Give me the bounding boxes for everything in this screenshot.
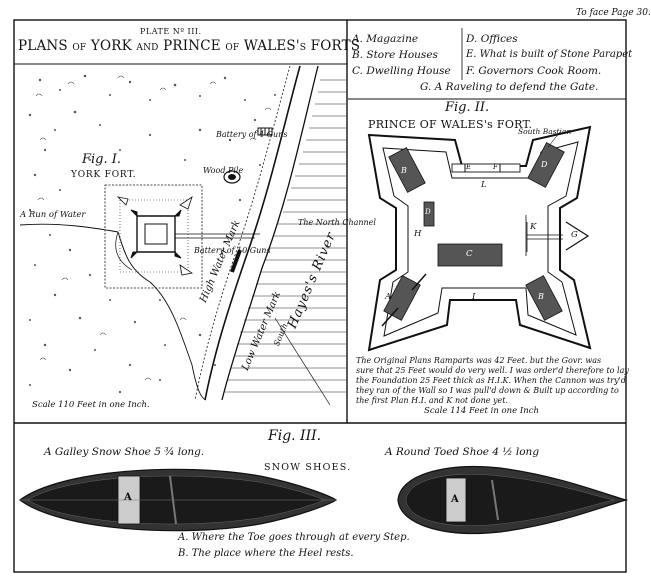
wood-pile-label: Wood Pile bbox=[203, 166, 244, 175]
fig1-river-hatching bbox=[225, 79, 346, 393]
fig2-letter-h: H bbox=[414, 229, 422, 239]
fig2-letter-i: I bbox=[472, 292, 476, 302]
fig2-letter-d: D bbox=[425, 208, 431, 216]
legend-item-c: C. Dwelling House bbox=[352, 65, 451, 77]
fig2-note-line: the first Plan H.I. and K not done yet. bbox=[356, 396, 509, 405]
round-toed-snow-shoe bbox=[397, 465, 629, 535]
round-shoe-label: A Round Toed Shoe 4 ½ long bbox=[385, 446, 540, 458]
fig2-letter-b-se: B bbox=[538, 292, 544, 301]
legend-item-f: F. Governors Cook Room. bbox=[466, 65, 602, 77]
fig2-note-line: the Foundation 25 Feet thick as H.I.K. W… bbox=[356, 376, 626, 385]
fig2-note-line: The Original Plans Ramparts was 42 Feet.… bbox=[356, 356, 602, 365]
fig2-letter-k: K bbox=[530, 222, 537, 232]
fig3-label: Fig. III. bbox=[268, 428, 322, 444]
fig1-river bbox=[194, 65, 319, 401]
fig2-letter-c: C bbox=[466, 249, 473, 259]
fig1-scale: Scale 110 Feet in one Inch. bbox=[32, 400, 150, 410]
fig2-note-line: sure that 25 Feet would do very well. I … bbox=[356, 366, 629, 375]
fig2-note-line: they ran of the Wall so I was pull'd dow… bbox=[356, 386, 619, 395]
fig1-tree-marks bbox=[35, 75, 272, 381]
wood-pile-mark bbox=[223, 170, 241, 184]
fig2-letter-g: G bbox=[571, 230, 578, 240]
fig2-gate-lines bbox=[525, 215, 563, 256]
fig2-letter-l: L bbox=[481, 180, 487, 190]
legend-item-b: B. Store Houses bbox=[352, 49, 438, 61]
fig2-letter-a: A bbox=[385, 292, 392, 302]
fig2-letter-f: F bbox=[493, 163, 498, 171]
fig1-inner-enclosure bbox=[119, 199, 189, 273]
fig1-south-line bbox=[274, 317, 331, 406]
fig3-note-b: B. The place where the Heel rests. bbox=[178, 548, 354, 559]
fig1-terrain-dots bbox=[28, 74, 276, 394]
fig1-outer-enclosure bbox=[104, 184, 203, 289]
fig2-letter-e: E bbox=[466, 163, 472, 171]
galley-shoe-marker-a: A bbox=[124, 492, 132, 503]
fig1-name: YORK FORT. bbox=[71, 170, 137, 180]
battery-4-label: Battery of 4 Guns bbox=[216, 130, 288, 139]
fig1-run-of-water bbox=[19, 223, 207, 401]
fig2-buildings bbox=[383, 142, 565, 321]
fig2-letter-b-nw: B bbox=[401, 166, 407, 175]
battery-10-label: Battery of 10 Guns bbox=[194, 246, 271, 255]
fig2-letter-d-ne: D bbox=[541, 160, 548, 169]
plate-border bbox=[13, 19, 627, 573]
galley-snow-shoe bbox=[18, 468, 338, 532]
legend-item-d: D. Offices bbox=[466, 33, 518, 45]
ravelin-g bbox=[565, 221, 590, 251]
north-channel-label: The North Channel bbox=[298, 218, 376, 227]
fig1-outworks bbox=[116, 196, 194, 276]
legend-item-g: G. A Raveling to defend the Gate. bbox=[420, 81, 599, 93]
plate-number: PLATE Nº III. bbox=[140, 27, 202, 36]
legend-item-a: A. Magazine bbox=[352, 33, 419, 45]
fig1-label: Fig. I. bbox=[82, 152, 122, 167]
fig2-name: PRINCE OF WALES's FORT. bbox=[368, 118, 533, 131]
south-bastion-label: South Bastion bbox=[518, 127, 572, 136]
face-page-note: To face Page 30. bbox=[576, 8, 651, 18]
fig3-note-a: A. Where the Toe goes through at every S… bbox=[178, 532, 410, 543]
fig2-scale: Scale 114 Feet in one Inch bbox=[424, 406, 539, 416]
plate-title: PLANS of YORK and PRINCE of WALES's FORT… bbox=[18, 38, 361, 54]
run-of-water-label: A Run of Water bbox=[20, 210, 86, 220]
fig2-label: Fig. II. bbox=[445, 100, 490, 115]
fig3-name: SNOW SHOES. bbox=[264, 462, 352, 473]
galley-shoe-label: A Galley Snow Shoe 5 ¾ long. bbox=[44, 446, 205, 458]
fig2-parapet-e bbox=[451, 163, 521, 173]
fig1-york-fort-plan bbox=[130, 209, 182, 259]
round-shoe-marker-a: A bbox=[451, 494, 459, 505]
battery-10-mark bbox=[230, 249, 242, 273]
legend-item-e: E. What is built of Stone Parapet bbox=[466, 49, 633, 60]
